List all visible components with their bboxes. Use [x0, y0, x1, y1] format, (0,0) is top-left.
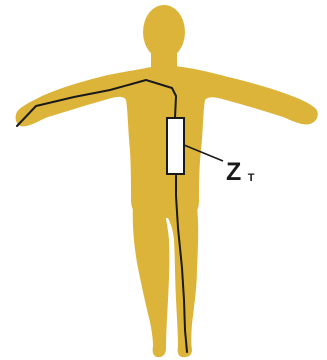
human-body-icon — [16, 5, 318, 357]
left-leg-shape — [133, 205, 170, 357]
impedance-label-subscript: T — [248, 172, 255, 184]
impedance-label-main: Z — [226, 158, 241, 186]
right-leg-shape — [164, 206, 198, 357]
resistor-icon — [167, 118, 184, 174]
impedance-label: Z T — [226, 158, 255, 186]
